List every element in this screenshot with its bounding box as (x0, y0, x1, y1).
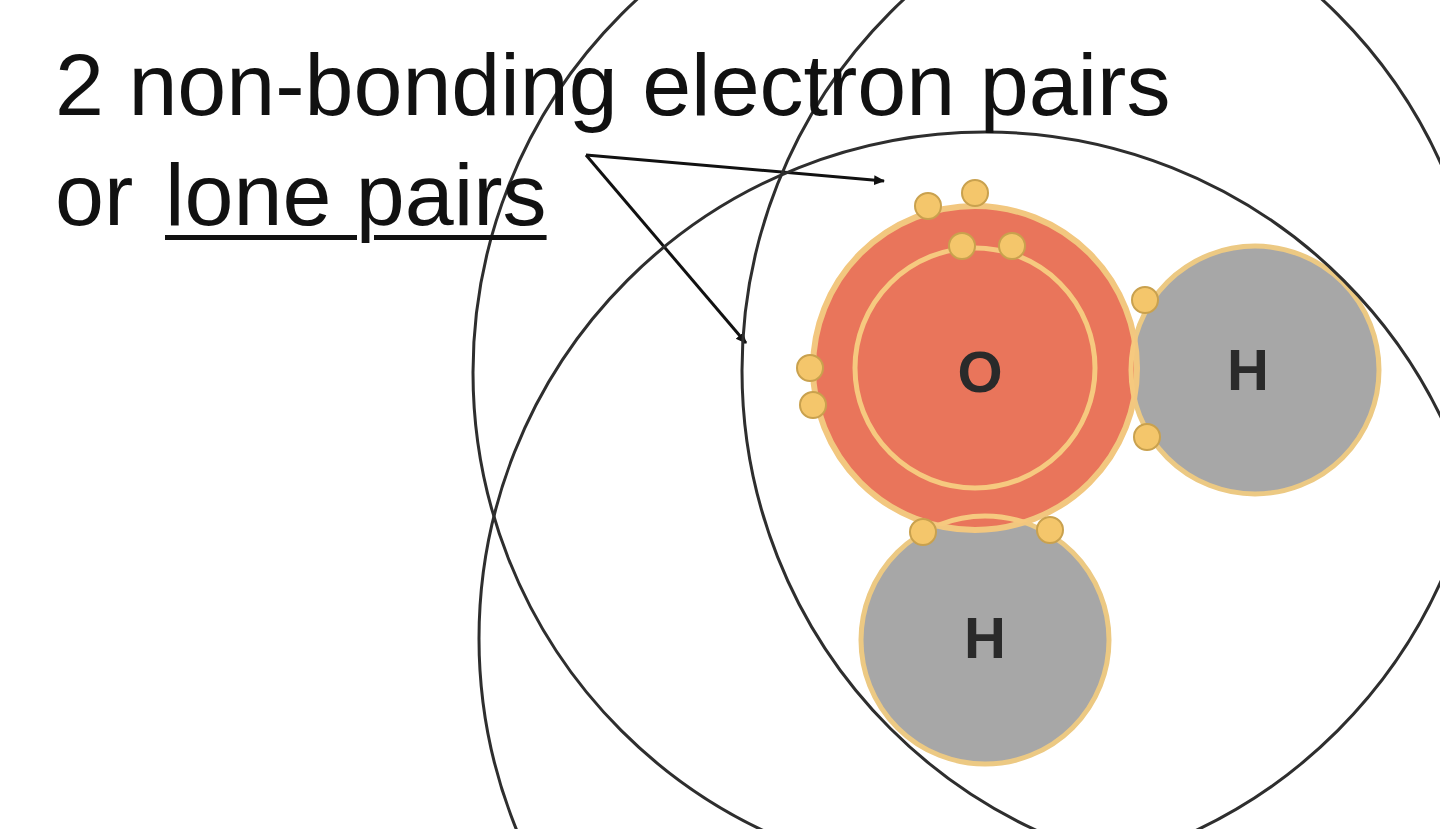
leader-arrows (586, 155, 884, 343)
bond-overlap (861, 246, 1379, 764)
annotation-text: 2 non-bonding electron pairs (55, 41, 1170, 129)
element-symbol: H (477, 130, 1440, 829)
annotation-text: or (55, 151, 133, 239)
nucleus-outline (477, 130, 1440, 829)
annotation-text: lone pairs (165, 151, 547, 239)
nucleus-circle: H (477, 130, 1440, 829)
